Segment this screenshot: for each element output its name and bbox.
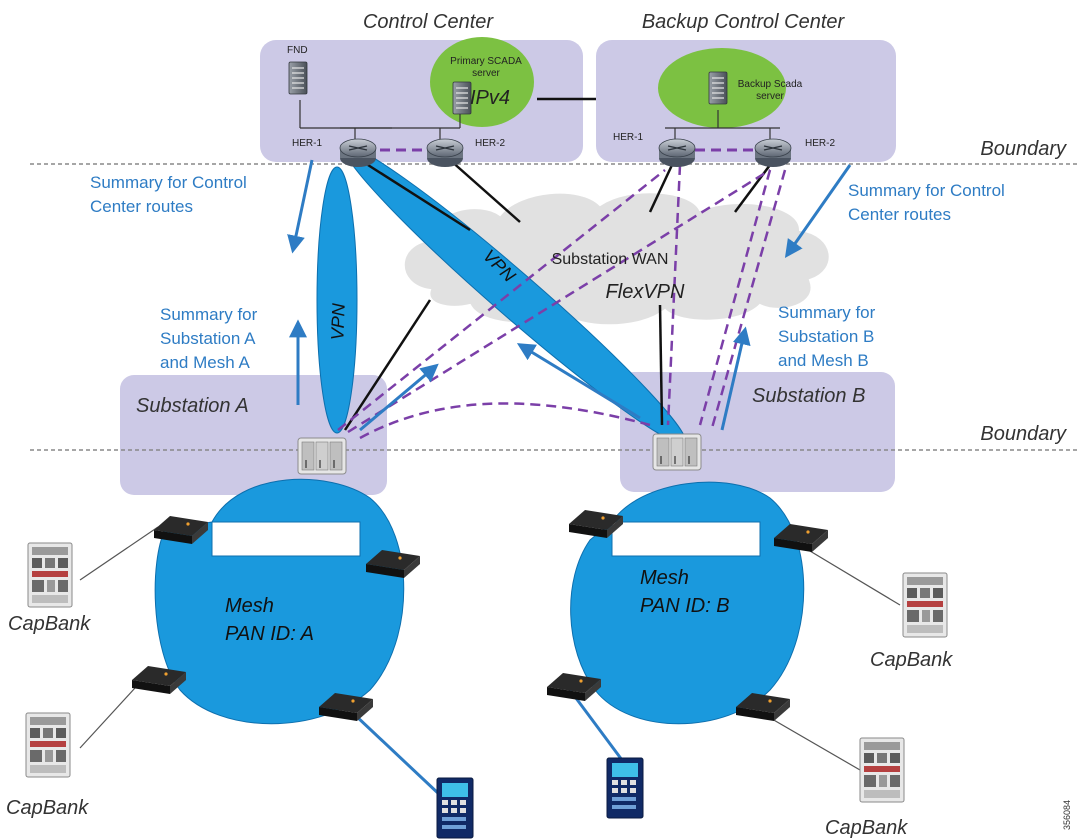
her1-router-icon bbox=[339, 138, 377, 168]
backup-her1-label: HER-1 bbox=[613, 132, 643, 143]
her2-router-icon bbox=[426, 138, 464, 168]
capbank-cabinet-icon bbox=[25, 712, 71, 778]
backup-her2-label: HER-2 bbox=[805, 138, 835, 149]
backup-control-center-title: Backup Control Center bbox=[642, 11, 846, 33]
fnd-label: FND bbox=[287, 45, 308, 56]
control-center-lan bbox=[299, 100, 780, 150]
substation-a-label: Substation A bbox=[136, 395, 249, 417]
sub-a-summary-line2: Substation A bbox=[160, 329, 256, 348]
mesh-links bbox=[79, 526, 901, 771]
sub-b-summary-line3: and Mesh B bbox=[778, 351, 869, 370]
substation-a-cgr-icon bbox=[297, 437, 347, 475]
primary-scada-label-line1: Primary SCADA bbox=[450, 56, 522, 67]
backup-scada-server-icon bbox=[708, 71, 728, 105]
mesh-a-area bbox=[154, 478, 405, 725]
control-center-title: Control Center bbox=[363, 11, 494, 33]
protection-relay-icon bbox=[606, 757, 644, 819]
mesh-b-area bbox=[570, 481, 805, 725]
ipv4-label: IPv4 bbox=[470, 87, 510, 109]
wan-name-label: Substation WAN bbox=[552, 251, 669, 268]
cc-summary-left-line1: Summary for Control bbox=[90, 173, 247, 192]
flexvpn-label: FlexVPN bbox=[606, 281, 685, 303]
cc-summary-right-line2: Center routes bbox=[848, 205, 951, 224]
protection-relay-icon bbox=[436, 777, 474, 839]
mesh-b-label-line2: PAN ID: B bbox=[640, 595, 730, 617]
mesh-b-label-line1: Mesh bbox=[640, 567, 689, 589]
her1-label: HER-1 bbox=[292, 138, 322, 149]
mesh-a-label-line2: PAN ID: A bbox=[225, 623, 314, 645]
vpn-tunnel-left bbox=[316, 166, 358, 434]
figure-id: 356084 bbox=[1062, 800, 1072, 830]
capbank-label-right-top: CapBank bbox=[870, 649, 953, 671]
sub-b-summary-line1: Summary for bbox=[778, 303, 876, 322]
primary-scada-label-line2: server bbox=[472, 68, 500, 79]
capbank-cabinet-icon bbox=[902, 572, 948, 638]
boundary-label-top: Boundary bbox=[980, 138, 1067, 160]
dashed-vpn-paths bbox=[337, 164, 787, 440]
fnd-server-icon bbox=[288, 61, 308, 95]
her2-label: HER-2 bbox=[475, 138, 505, 149]
mesh-b-node-icon bbox=[569, 510, 623, 538]
relay-links bbox=[353, 689, 624, 797]
cc-summary-left-line2: Center routes bbox=[90, 197, 193, 216]
capbank-label-right-bottom: CapBank bbox=[825, 817, 908, 839]
solid-links bbox=[343, 97, 772, 431]
capbank-label-left-bottom: CapBank bbox=[6, 797, 89, 819]
primary-scada-bubble bbox=[430, 37, 534, 127]
cc-summary-right-line1: Summary for Control bbox=[848, 181, 1005, 200]
backup-scada-label-line1: Backup Scada bbox=[738, 79, 803, 90]
boundary-label-bottom: Boundary bbox=[980, 423, 1067, 445]
sub-a-summary-line1: Summary for bbox=[160, 305, 258, 324]
route-summary-arrows bbox=[287, 159, 852, 432]
capbank-cabinet-icon bbox=[27, 542, 73, 608]
mesh-a-label-line1: Mesh bbox=[225, 595, 274, 617]
backup-scada-label-line2: server bbox=[756, 91, 784, 102]
substation-b-label: Substation B bbox=[752, 385, 865, 407]
sub-b-summary-line2: Substation B bbox=[778, 327, 874, 346]
backup-her2-router-icon bbox=[754, 138, 792, 168]
substation-b-cgr-icon bbox=[652, 433, 702, 471]
capbank-cabinet-icon bbox=[859, 737, 905, 803]
primary-scada-server-icon bbox=[452, 81, 472, 115]
sub-a-summary-line3: and Mesh A bbox=[160, 353, 250, 372]
vpn-left-label: VPN bbox=[327, 302, 348, 341]
backup-her1-router-icon bbox=[658, 138, 696, 168]
capbank-label-left-top: CapBank bbox=[8, 613, 91, 635]
